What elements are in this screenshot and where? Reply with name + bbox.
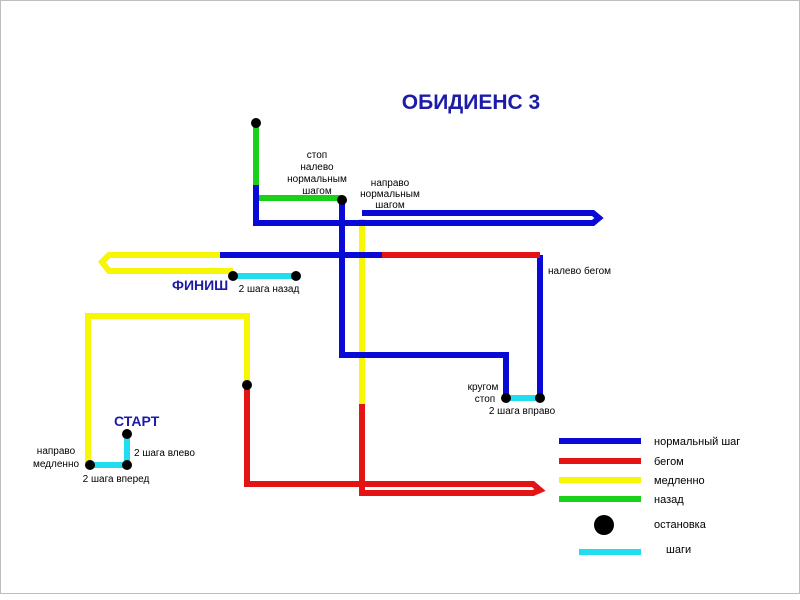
start-label: СТАРТ (114, 413, 160, 429)
label-steps-forward: 2 шага вперед (83, 474, 150, 485)
stop-point-top (251, 118, 261, 128)
legend-label-back: назад (654, 494, 684, 506)
run-segment-lower (244, 385, 546, 496)
legend-label-normal: нормальный шаг (654, 436, 740, 448)
normal-segment-top-loop (253, 185, 604, 226)
stop-point-steps-back (291, 271, 301, 281)
label-stop-left-4: шагом (302, 186, 332, 197)
legend-label-stop: остановка (654, 519, 707, 531)
stop-point-left-normal (337, 195, 347, 205)
stop-point-left (122, 460, 132, 470)
legend-swatch-stop (594, 515, 614, 535)
label-right-slow-2: медленно (33, 459, 79, 470)
slow-segment-start (85, 313, 250, 465)
label-steps-left: 2 шага влево (134, 448, 195, 459)
label-right-slow-1: направо (37, 446, 76, 457)
legend: нормальный шаг бегом медленно назад оста… (559, 436, 740, 556)
slow-segment-finish-loop (98, 252, 233, 274)
stop-point-start (122, 429, 132, 439)
stop-point-steps-right (535, 393, 545, 403)
legend-label-steps: шаги (666, 544, 691, 556)
label-stop-left-3: нормальным (287, 174, 347, 185)
label-turn-stop-1: кругом (468, 382, 499, 393)
label-steps-back: 2 шага назад (239, 284, 300, 295)
legend-label-slow: медленно (654, 475, 705, 487)
stop-point-right-slow (85, 460, 95, 470)
stop-point-corner (242, 380, 252, 390)
finish-label: ФИНИШ (172, 277, 228, 293)
label-stop-left-2: налево (300, 162, 334, 173)
label-right-normal-1: направо (371, 178, 410, 189)
stop-point-finish (228, 271, 238, 281)
label-right-normal-3: шагом (375, 200, 405, 211)
normal-segment-center (339, 198, 509, 398)
stop-point-turn (501, 393, 511, 403)
label-steps-right: 2 шага вправо (489, 406, 556, 417)
diagram-title: ОБИДИЕНС 3 (402, 91, 540, 114)
label-turn-stop-2: стоп (475, 394, 495, 405)
legend-label-run: бегом (654, 456, 684, 468)
label-left-run: налево бегом (548, 265, 611, 277)
label-stop-left-1: стоп (307, 150, 327, 161)
label-right-normal-2: нормальным (360, 189, 420, 200)
